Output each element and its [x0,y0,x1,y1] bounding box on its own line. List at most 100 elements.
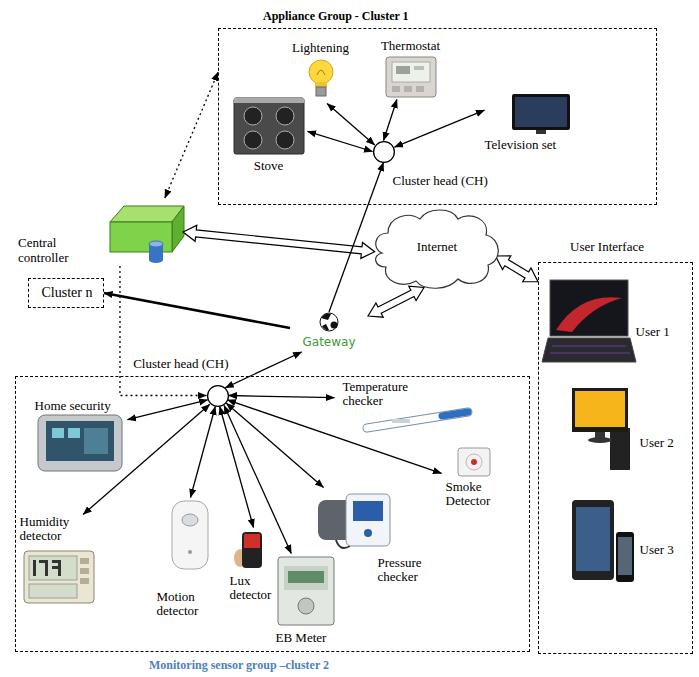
gateway-icon [322,324,329,330]
label-slot: Temperature checker [343,380,433,410]
stove-icon [244,131,262,149]
home-security-icon [68,428,80,438]
cluster-box: Cluster head (CH) Home security Temperatur… [15,376,530,652]
label-slot: Humidity detector [20,515,82,545]
device-node: Smoke Detector [442,446,527,508]
thermostat-icon [404,86,412,92]
stove-icon [234,98,304,154]
node-label: Humidity detector [20,515,82,545]
home-security-icon [38,415,122,471]
controller-icon [110,206,184,222]
humidity-meter-icon [29,584,77,598]
connector [329,163,384,313]
label-slot: Monitoring sensor group –cluster 2 [149,657,329,673]
device-node: Motion detector [155,498,215,622]
cluster-head-circle [207,385,228,406]
controller-icon [110,206,184,263]
device-node: User 2 [568,383,683,473]
lux-meter-icon [244,534,260,548]
energy-meter-icon [288,571,324,583]
home-security-icon [46,421,114,461]
hollow-arrow [183,225,375,258]
bulb-icon [317,70,325,75]
lux-meter-icon [242,532,262,568]
device-node: Central controller [18,198,183,266]
gateway-icon [320,313,338,331]
label-slot: User 1 [636,324,670,340]
cluster-head-circle: Cluster head (CH) [207,385,229,407]
dotted-connector [165,72,218,198]
laptop-icon [542,338,636,362]
label-slot: Central controller [18,236,92,266]
node-label: Thermostat [381,39,440,54]
smoke-detector-icon [471,459,477,465]
cluster-head-circle: Cluster head (CH) [373,141,395,163]
node-label: Temperature checker [343,380,433,410]
cluster-heading: User Interface [570,240,644,255]
node-label: Internet [417,240,457,255]
thermometer-icon [442,412,468,416]
device-node: User 3 [566,496,683,592]
gateway-icon [321,314,331,321]
mobile-icon [576,507,610,571]
mobile-icon [572,500,614,580]
device-node: Home security [33,398,128,472]
humidity-meter-icon [45,560,48,576]
humidity-meter-icon [29,556,77,580]
desktop-icon [588,437,612,443]
humidity-meter-icon [80,568,89,574]
stove-icon [234,98,304,103]
device-node: Gateway [290,312,368,352]
hollow-arrow [368,286,424,317]
connector [220,407,254,528]
label-slot: User 2 [640,435,674,451]
bulb-icon [309,60,333,96]
humidity-meter-icon [33,560,36,576]
humidity-meter-icon [24,551,94,603]
device-node: Lightening [288,40,354,104]
connector [225,352,302,388]
smoke-detector-icon [458,448,490,476]
laptop-icon [550,280,628,336]
label-slot: Home security [35,398,111,414]
television-icon [512,94,570,134]
controller-icon [149,257,163,263]
connector [308,131,373,151]
desktop-icon [610,428,630,470]
connector [395,110,485,147]
connector [227,400,441,474]
pressure-monitor-icon [346,494,390,546]
device-node: Lux detector [228,528,280,608]
node-label: Television set [485,138,557,153]
mobile-icon [616,532,634,582]
node-label: Smoke Detector [446,480,526,510]
connector [191,407,216,498]
desktop-icon [575,391,625,427]
laptop-icon [552,346,626,347]
connector [229,396,335,398]
connector [104,293,290,328]
television-icon [512,94,570,130]
node-label: Stove [254,159,284,174]
device-node: Thermostat [377,38,445,100]
node-label: User 1 [636,325,670,340]
bulb-icon [316,87,326,96]
label-slot: Stove [230,158,308,174]
label-slot: Lux detector [230,574,280,604]
gateway-icon [331,322,338,329]
laptop-icon [556,297,622,332]
pressure-monitor-icon [353,501,383,521]
cluster-heading: Monitoring sensor group –cluster 2 [149,659,329,673]
label-slot: Motion detector [157,590,215,620]
thermometer-icon [392,419,410,423]
node-label: Cluster head (CH) [393,174,488,189]
television-icon [515,97,567,127]
cluster-box: User 1User 2User 3User Interface [538,262,693,654]
humidity-meter-icon [58,560,61,576]
home-security-icon [84,428,108,454]
label-slot: User Interface [570,239,644,255]
device-node: Pressure checker [312,488,432,592]
node-label: Motion detector [157,590,215,620]
label-slot: Cluster n [29,285,105,301]
